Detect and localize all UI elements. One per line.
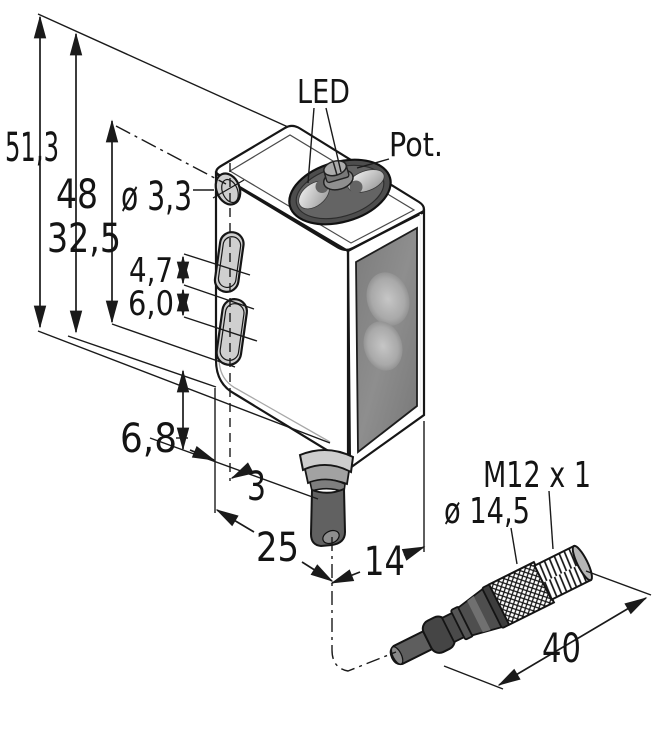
ext-conn-end <box>585 570 652 596</box>
conn-len-label: 40 <box>542 626 581 672</box>
ext-slot2-top <box>183 316 258 342</box>
dim-slot-pitch-label: 6,0 <box>128 284 174 324</box>
dim-depth-label: 25 <box>256 525 299 571</box>
mounting-slot-1 <box>213 231 245 293</box>
dim-height-body-label: 48 <box>56 172 98 218</box>
dim-offset-arrow-right <box>230 462 254 479</box>
sensor-cable <box>309 487 347 548</box>
dim-hole-to-slot-label: 32,5 <box>47 216 121 262</box>
lens-upper <box>366 272 410 326</box>
conn-dia-label: ø 14,5 <box>444 491 530 532</box>
dim-depth-line-a <box>215 509 255 533</box>
dim-width-line-b <box>401 546 426 561</box>
led-pot-disk <box>288 158 392 226</box>
dim-conn-len-line <box>497 597 648 686</box>
ext-bottom-diagonal-1 <box>37 330 331 444</box>
ext-slot-bottom <box>111 323 236 368</box>
dim-hole-dia-label: ø 3,3 <box>121 174 192 220</box>
pot-leader <box>356 158 390 169</box>
lens-lower <box>363 321 403 371</box>
cable-gland <box>298 449 355 494</box>
thread-label: M12 x 1 <box>483 455 591 496</box>
dim-slot-len-label: 4,7 <box>129 251 173 291</box>
led-leader-2 <box>325 107 342 173</box>
ext-slot1-bottom <box>183 284 255 310</box>
dim-width-line-a <box>330 569 361 584</box>
ext-slot1-top <box>183 253 251 276</box>
pot-label: Pot. <box>389 125 443 164</box>
dim-offset-arrow-left <box>189 446 216 461</box>
led-leader-1 <box>307 107 315 184</box>
body-side-bottom-line <box>218 357 331 443</box>
connector-cable-tip <box>390 646 404 665</box>
ext-bottom-diagonal-2 <box>67 335 217 388</box>
thread-leader <box>548 490 554 550</box>
boot-cone-highlight <box>467 596 491 633</box>
dim-width-label: 14 <box>364 539 405 585</box>
centerline-cable <box>331 537 397 672</box>
led-label: LED <box>297 72 350 111</box>
ext-conn-front <box>443 665 504 690</box>
dim-height-total-label: 51,3 <box>5 125 59 171</box>
dimension-lines <box>33 13 652 690</box>
body-front-face <box>346 209 426 471</box>
dim-gland-label: 6,8 <box>120 416 177 462</box>
dim-offset-label: 3 <box>247 464 266 510</box>
centerline-hole <box>115 125 227 185</box>
body-side-face <box>214 171 350 465</box>
dim-depth-line-b <box>301 561 334 582</box>
conn-dia-leader <box>510 527 518 565</box>
dimension-labels: 51,3 48 ø 3,3 32,5 4,7 6,0 6,8 3 25 14 L… <box>5 72 591 672</box>
potentiometer-knob <box>322 160 354 191</box>
led-window-right-notch <box>349 180 363 194</box>
